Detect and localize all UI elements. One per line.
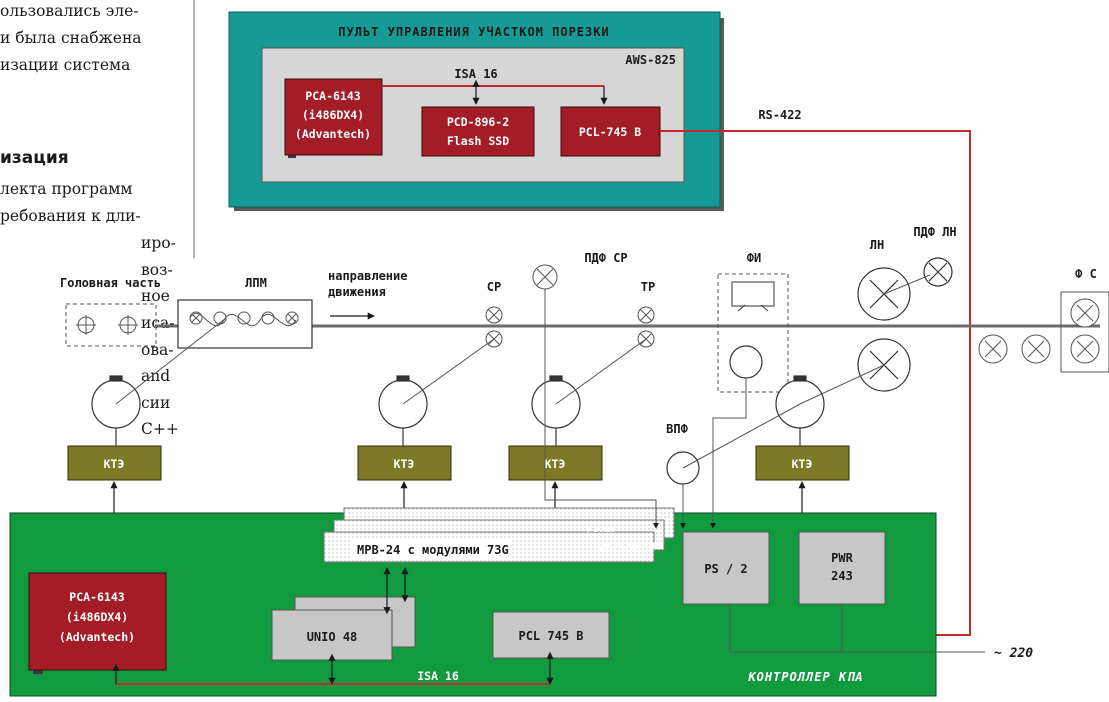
console-ssd-line: Flash SSD xyxy=(447,134,509,148)
console-ssd-block xyxy=(421,106,535,157)
controller-cpu-line: PCA-6143 xyxy=(69,590,124,604)
kte-block xyxy=(67,445,162,481)
article-line: воз- xyxy=(141,261,173,279)
console-cpu-line: (i486DX4) xyxy=(302,108,364,122)
article-line: лекта программ xyxy=(0,180,133,198)
article-text-column: ользовались эле- и была снабжена изации … xyxy=(0,0,200,480)
rs422-label: RS-422 xyxy=(758,108,801,122)
kte-block xyxy=(755,445,850,481)
console-pcl-label: PCL-745 B xyxy=(579,125,641,139)
pwr-label: 243 xyxy=(831,569,853,583)
power-label: ~ 220 xyxy=(994,646,1033,661)
power-lines xyxy=(729,604,985,653)
fi-sensor-icon xyxy=(729,345,763,379)
fi-frame xyxy=(717,273,789,393)
fi-camera-icon xyxy=(731,281,775,307)
console-pcl-block xyxy=(560,106,661,157)
console-cpu-line: (Advantech) xyxy=(295,127,371,141)
pwr-label: PWR xyxy=(831,551,853,565)
pdf-ln-label: ПДФ ЛН xyxy=(913,225,956,239)
kte-label: КТЭ xyxy=(545,457,566,471)
tr-label: ТР xyxy=(641,280,655,294)
kte-group: КТЭ КТЭ КТЭ КТЭ xyxy=(67,445,850,481)
ln-label: ЛН xyxy=(870,238,884,252)
article-heading: изация xyxy=(0,148,69,168)
kte-label: КТЭ xyxy=(792,457,813,471)
controller-title: КОНТРОЛЛЕР КПА xyxy=(747,670,863,684)
fi-label: ФИ xyxy=(747,251,761,265)
console-cpu-line: PCA-6143 xyxy=(305,89,360,103)
pdf-sr-label: ПДФ СР xyxy=(584,251,627,265)
mpb-label-bg xyxy=(350,538,510,560)
kte-block xyxy=(357,445,452,481)
controller-pcl-block xyxy=(492,611,610,659)
console-bus-label: ISA 16 xyxy=(454,67,497,81)
console-cpu-block xyxy=(284,78,383,156)
fs-frame xyxy=(1060,291,1109,373)
motor-group xyxy=(91,375,825,429)
console-shadow xyxy=(718,18,724,211)
head-part-label: Головная часть xyxy=(60,276,161,290)
article-line: and xyxy=(141,367,171,385)
production-line: Головная часть ЛПМ направление движения … xyxy=(60,225,1109,485)
article-line: ребования к дли- xyxy=(0,207,141,225)
kte-label: КТЭ xyxy=(394,457,415,471)
head-part-frame xyxy=(65,303,157,347)
article-line: ользовались эле- xyxy=(0,2,139,20)
article-line: ное xyxy=(141,287,170,305)
article-line: ова- xyxy=(141,341,174,359)
nodes-label: подключения xyxy=(586,538,662,552)
article-line: иро- xyxy=(141,234,176,252)
direction-label: движения xyxy=(328,285,386,299)
vpf-label: ВПФ xyxy=(666,422,688,436)
article-line: C++ xyxy=(141,420,179,438)
fs-label: Ф С xyxy=(1075,267,1097,281)
controller-pcl-label: PCL 745 B xyxy=(518,629,583,643)
console-model: AWS-825 xyxy=(625,53,676,67)
controller-panel: МРВ-24 с модулями 73G Узлы подключения P… xyxy=(9,481,937,697)
ps2-block xyxy=(682,531,770,605)
console-title: ПУЛЬТ УПРАВЛЕНИЯ УЧАСТКОМ ПОРЕЗКИ xyxy=(338,25,609,39)
unio-label: UNIO 48 xyxy=(307,630,358,644)
nodes-label: Узлы xyxy=(586,521,614,535)
control-console: ПУЛЬТ УПРАВЛЕНИЯ УЧАСТКОМ ПОРЕЗКИ AWS-82… xyxy=(228,11,724,211)
console-ssd-line: PCD-896-2 xyxy=(447,115,509,129)
direction-label: направление xyxy=(328,269,407,283)
article-line: сии xyxy=(141,394,171,412)
controller-cpu-block xyxy=(28,572,167,671)
fs-rollers xyxy=(978,334,1051,364)
pwr-block xyxy=(798,531,886,605)
unio-block xyxy=(271,609,393,661)
kte-label: КТЭ xyxy=(104,457,125,471)
controller-bus-label: ISA 16 xyxy=(417,669,459,683)
mpb-label: МРВ-24 с модулями 73G xyxy=(357,543,509,557)
article-line: и была снабжена xyxy=(0,29,142,47)
controller-cpu-line: (i486DX4) xyxy=(66,610,128,624)
signal-lines xyxy=(544,289,747,529)
console-shadow xyxy=(234,206,724,211)
controller-cpu-line: (Advantech) xyxy=(59,630,135,644)
lpm-label: ЛПМ xyxy=(245,276,267,290)
sr-label: СР xyxy=(487,280,501,294)
pdf-sr-sensor xyxy=(532,264,558,290)
article-line: изации система xyxy=(0,56,131,74)
link-lines xyxy=(115,317,885,469)
ps2-label: PS / 2 xyxy=(704,562,747,576)
